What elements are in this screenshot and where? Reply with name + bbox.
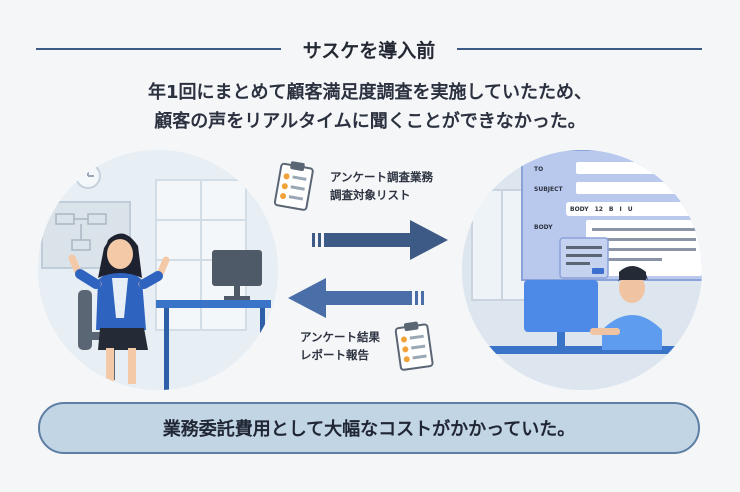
title-row: サスケを導入前	[36, 34, 702, 64]
arrow-right-icon	[312, 220, 448, 260]
title-divider-right	[457, 48, 702, 50]
email-subject-label: SUBJECT	[534, 186, 563, 193]
toolbar-underline-button[interactable]: U	[627, 206, 633, 213]
request-label-line-1: アンケート調査業務	[330, 170, 434, 184]
client-scene-svg	[38, 150, 278, 390]
client-illustration	[38, 150, 278, 390]
request-label-line-2: 調査対象リスト	[330, 188, 411, 202]
report-label: アンケート結果 レポート報告	[300, 328, 380, 364]
toolbar-italic-button[interactable]: I	[619, 206, 622, 213]
description-line-2: 顧客の声をリアルタイムに聞くことができなかった。	[154, 111, 586, 132]
report-clipboard-icon	[394, 321, 434, 371]
toolbar-bold-button[interactable]: B	[608, 206, 614, 213]
clipboard-icon	[273, 161, 314, 211]
illustration-scene: アンケート調査業務 調査対象リスト アンケート結果 レポート報告	[0, 150, 740, 390]
title-divider-left	[36, 48, 281, 50]
toolbar-style-select[interactable]: BODY	[570, 206, 589, 213]
summary-text: 業務委託費用として大幅なコストがかかっていた。	[162, 419, 576, 440]
report-label-line-1: アンケート結果	[300, 330, 381, 344]
description: 年1回にまとめて顧客満足度調査を実施していたため、 顧客の声をリアルタイムに聞く…	[0, 78, 740, 136]
page-title: サスケを導入前	[302, 39, 436, 62]
email-to-label: TO	[534, 166, 544, 173]
toolbar-size-select[interactable]: 12	[594, 206, 603, 213]
summary-banner: 業務委託費用として大幅なコストがかかっていた。	[38, 402, 700, 454]
request-label: アンケート調査業務 調査対象リスト	[330, 168, 433, 204]
arrow-left-icon	[288, 278, 424, 318]
email-toolbar: BODY 12 B I U	[570, 206, 633, 213]
email-body-label: BODY	[534, 224, 553, 231]
report-label-line-2: レポート報告	[300, 348, 369, 362]
description-line-1: 年1回にまとめて顧客満足度調査を実施していたため、	[148, 82, 592, 103]
vendor-illustration: TO SUBJECT BODY BODY 12 B I U	[462, 150, 702, 390]
vendor-scene-svg	[462, 150, 702, 390]
